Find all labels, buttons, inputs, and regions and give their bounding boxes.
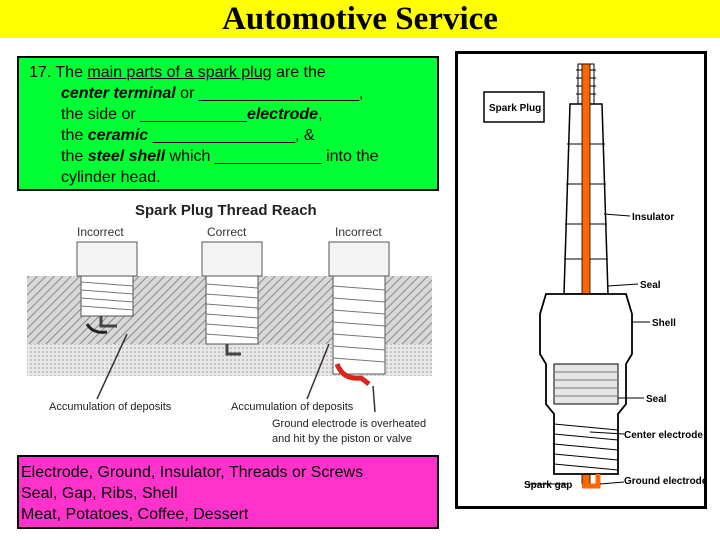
answer-line-3: Meat, Potatoes, Coffee, Dessert (21, 506, 249, 523)
question-number: 17. (29, 64, 52, 81)
label-shell: Shell (652, 318, 676, 329)
q-term-steel-shell: steel shell (87, 148, 166, 165)
label-insulator: Insulator (632, 212, 674, 223)
question-line-2: center terminal or __________________, (29, 83, 431, 104)
plug-short-reach (76, 241, 138, 334)
answer-bank-box: Electrode, Ground, Insulator, Threads or… (17, 455, 439, 529)
q-term-center-terminal: center terminal (61, 85, 176, 102)
q-text: , (318, 106, 323, 123)
label-ground-electrode: Ground electrode (624, 476, 704, 487)
answer-line-2: Seal, Gap, Ribs, Shell (21, 485, 178, 502)
label-spark-gap: Spark gap (524, 480, 572, 491)
label-center-electrode: Center electrode (624, 430, 703, 441)
plug-long-reach (328, 241, 390, 386)
label-seal-top: Seal (640, 280, 661, 291)
question-line-1: 17. The main parts of a spark plug are t… (29, 62, 431, 83)
answer-line-1: Electrode, Ground, Insulator, Threads or… (21, 464, 364, 481)
q-text: are the (271, 64, 326, 81)
label-spark-plug: Spark Plug (489, 103, 541, 114)
q-text: which ____________ into the (165, 148, 379, 165)
caption-ground-line-1: Ground electrode is overheated (272, 418, 426, 430)
q-text: the side or ____________ (61, 106, 247, 123)
q-text: The (55, 64, 88, 81)
q-text: or __________________, (175, 85, 364, 102)
question-line-3: the side or ____________electrode, (29, 104, 431, 125)
label-correct: Correct (207, 225, 247, 239)
q-text: the (61, 148, 88, 165)
q-text: cylinder head. (61, 169, 161, 186)
question-line-4: the ceramic ________________, & (29, 125, 431, 146)
question-box: 17. The main parts of a spark plug are t… (17, 56, 439, 191)
page-title: Automotive Service (222, 0, 498, 37)
shell-knurl (553, 363, 619, 405)
title-bar: Automotive Service (0, 0, 720, 38)
label-incorrect-left: Incorrect (77, 225, 124, 239)
q-underlined-text: main parts of a spark plug (87, 64, 272, 81)
overheated-ground-electrode (334, 362, 371, 386)
q-term-ceramic: ceramic (87, 127, 149, 144)
thread-reach-illustration: Spark Plug Thread Reach Incorrect Correc… (27, 202, 432, 445)
caption-deposits-right: Accumulation of deposits (231, 401, 354, 413)
caption-ground-line-2: and hit by the piston or valve (272, 433, 412, 445)
label-seal-bottom: Seal (646, 394, 667, 405)
ground-electrode (582, 474, 601, 489)
caption-deposits-left: Accumulation of deposits (49, 401, 172, 413)
question-line-5: the steel shell which ____________ into … (29, 146, 431, 167)
label-incorrect-right: Incorrect (335, 225, 382, 239)
shell-threads (553, 423, 619, 471)
q-text: ________________, & (148, 127, 315, 144)
thread-reach-figure: Spark Plug Thread Reach Incorrect Correc… (17, 194, 439, 448)
question-line-6: cylinder head. (29, 167, 431, 188)
plug-correct-reach (201, 241, 263, 356)
thread-figure-heading: Spark Plug Thread Reach (135, 202, 317, 219)
q-term-electrode: electrode (246, 106, 319, 123)
spark-plug-cutaway-illustration: Spark Plug (483, 63, 708, 491)
q-text: the (61, 127, 88, 144)
spark-plug-cutaway-figure: Spark Plug (455, 51, 708, 509)
